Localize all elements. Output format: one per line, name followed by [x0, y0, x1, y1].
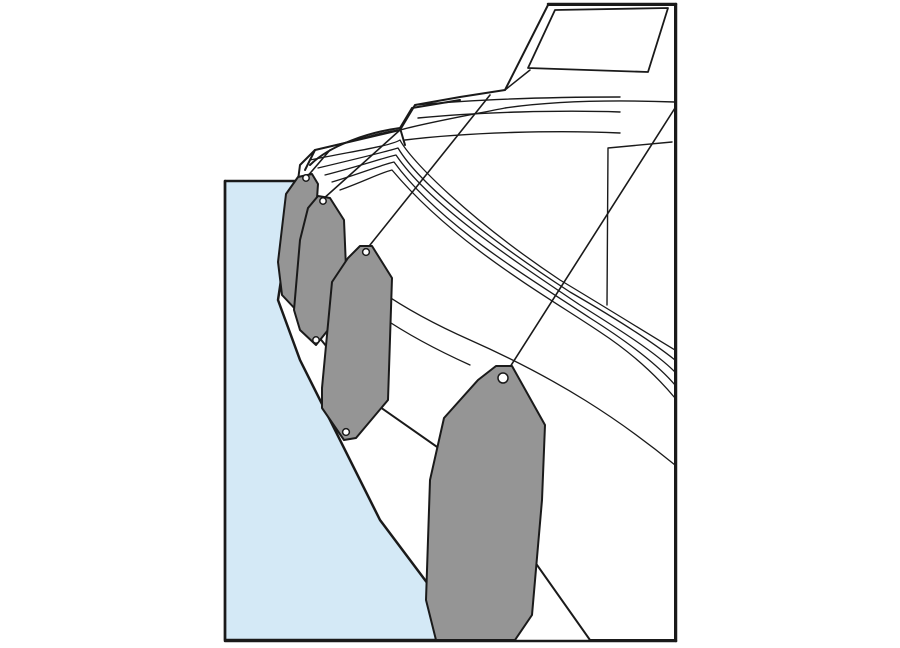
fender-3-bottom-eyelet: [341, 427, 351, 437]
scene-border: [223, 2, 678, 643]
fender-4-eyelet: [497, 372, 509, 384]
fender-lines: [305, 94, 676, 379]
fender-line-4: [502, 107, 676, 379]
fender-line-2: [321, 129, 401, 201]
fender-3: [321, 245, 393, 441]
cabin-side-panel: [606, 141, 673, 306]
fender-2-eyelet: [319, 197, 327, 205]
deck-lines: [314, 96, 676, 151]
fender-1-eyelet: [302, 174, 310, 182]
windshield: [527, 7, 669, 73]
fender-3-eyelet: [361, 247, 371, 257]
cabin-front: [504, 69, 531, 91]
fender-line-3: [365, 94, 491, 251]
fender-2-bottom-eyelet: [312, 336, 320, 344]
bow-rail: [304, 99, 461, 171]
fender-line-1: [305, 149, 331, 179]
